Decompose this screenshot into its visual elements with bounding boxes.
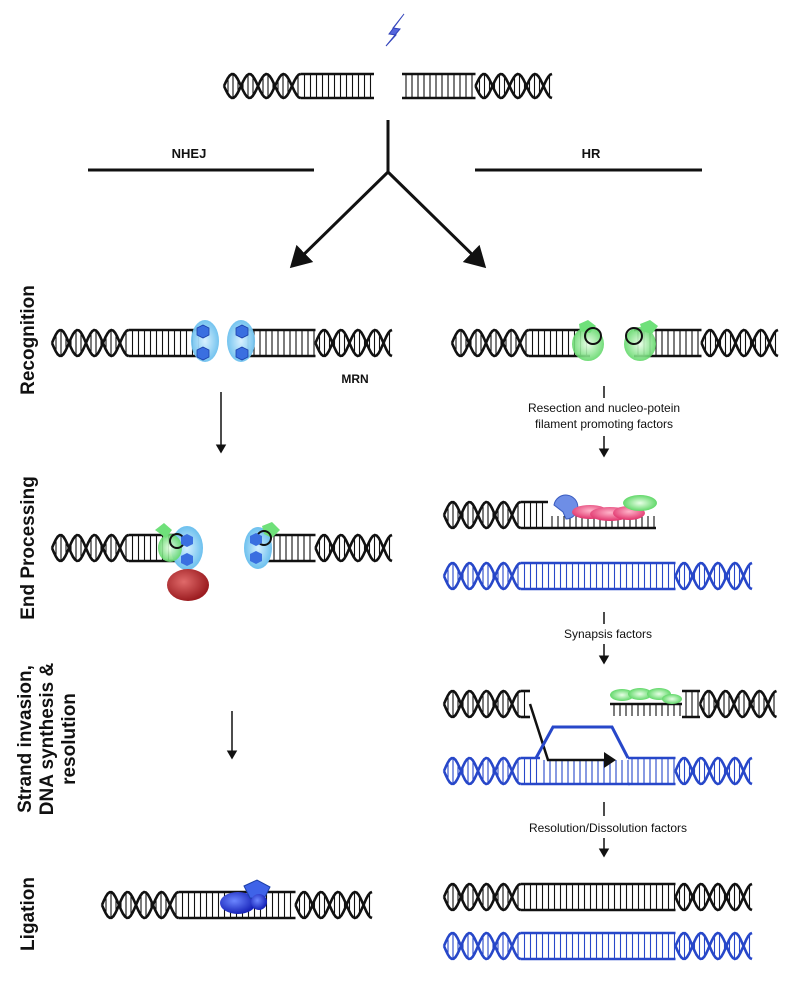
nhej-proc-dna-right [258,533,393,563]
lightning-bolt-icon [385,13,405,47]
hr-recognition-protein-left [572,320,604,361]
hr-recog-dna-right [634,328,779,358]
ligase-complex [220,879,271,914]
hr-final-template-dna [442,931,753,961]
nhej-processing-right [244,522,280,569]
pathway-branch [88,120,702,269]
d-loop [528,703,630,768]
red-protein [167,569,209,601]
hr-resection-proteins [553,494,657,521]
stage-strand-invasion-line1: Strand invasion, [15,665,36,813]
resection-label-line1: Resection and nucleo-potein [528,401,680,415]
synapsis-label: Synapsis factors [564,627,652,641]
synthesis-arrowhead [604,752,616,768]
stage-end-processing: End Processing [18,476,39,620]
nhej-proc-dna-left [50,533,185,563]
stage-strand-invasion-line2: DNA synthesis & [37,663,58,816]
resolution-label: Resolution/Dissolution factors [529,821,687,835]
stage-recognition: Recognition [18,285,39,395]
hr-synapsis-proteins [610,688,682,704]
nhej-processing-left [155,523,209,601]
stage-strand-invasion-line3: resolution [59,693,80,785]
hr-resected-dna [442,500,656,530]
arrow-to-nhej [289,170,390,269]
invading-strand [528,703,612,762]
nhej-recog-dna-left [50,328,200,358]
mrn-complex-right [227,320,255,362]
hr-invasion-dna-right [610,689,778,719]
displaced-strand [534,725,630,759]
hr-recog-dna-left [450,328,590,358]
nhej-label: NHEJ [172,146,207,161]
hr-label: HR [582,146,601,161]
hr-proc-template-dna [442,561,753,591]
mrn-label: MRN [341,372,368,386]
stage-ligation: Ligation [18,877,39,951]
arrow-to-hr [386,170,487,269]
resection-label-line2: filament promoting factors [535,417,673,431]
nhej-recog-dna-right [244,328,393,358]
mrn-complex-left [191,320,219,362]
top-dna-right [402,72,553,100]
top-dna-left [222,72,374,100]
nhej-ligated-dna [100,890,373,920]
hr-invasion-template-dna [442,756,753,786]
hr-invasion-dna-left [442,689,530,719]
hr-final-dna [442,882,753,912]
hr-recognition-protein-right [624,320,658,361]
